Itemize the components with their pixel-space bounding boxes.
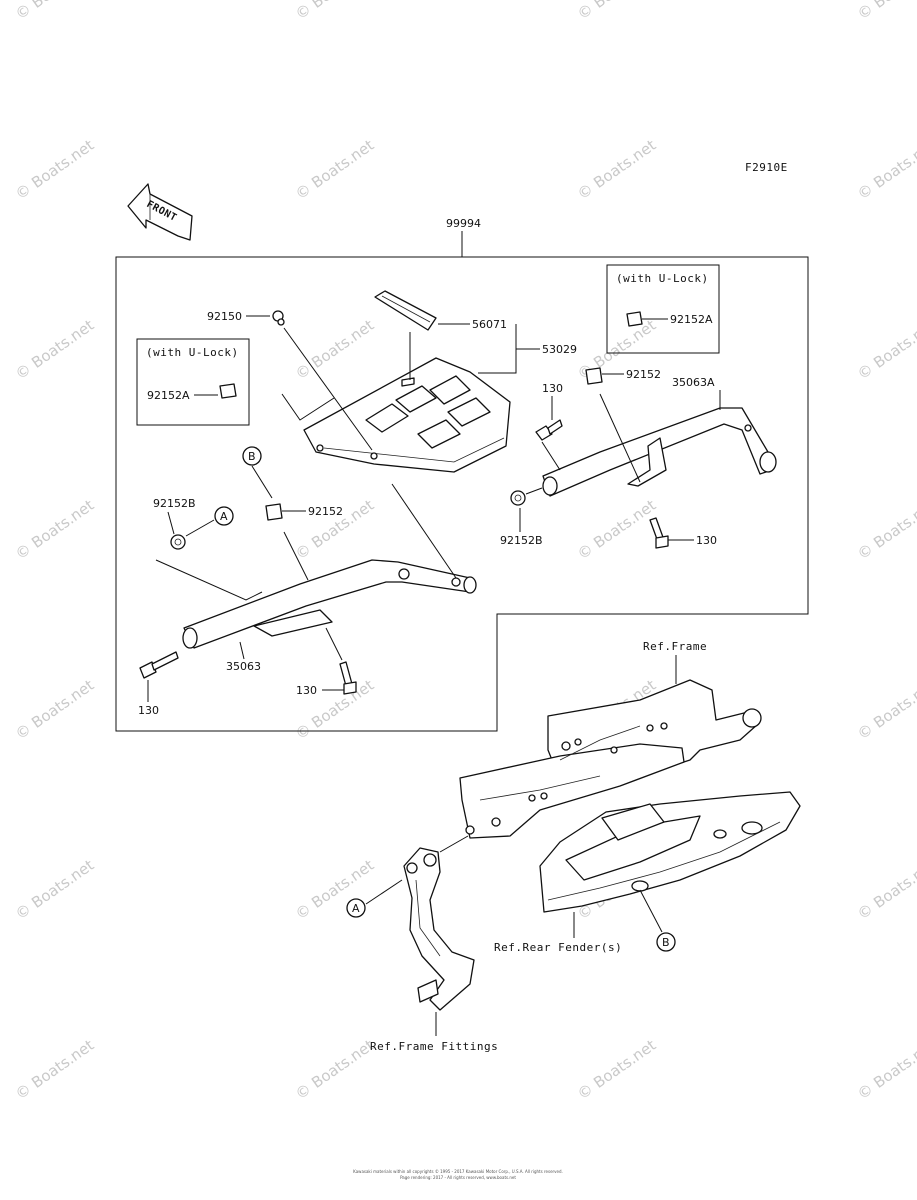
part-130-left-label: 130	[138, 704, 159, 717]
part-130-bottom-label: 130	[296, 684, 317, 697]
callout-b-top: B	[242, 446, 262, 466]
watermark-text: © Boats.net	[574, 0, 659, 23]
watermark-text: © Boats.net	[854, 1036, 917, 1103]
ulock-right-part-label: 92152A	[670, 313, 713, 326]
rear-frame	[459, 679, 762, 839]
watermark-text: © Boats.net	[854, 136, 917, 203]
watermark-text: © Boats.net	[854, 316, 917, 383]
ulock-box-left: (with U-Lock) 92152A	[136, 338, 250, 426]
bolt-130-bottom	[339, 661, 357, 695]
bolt-130-upper	[535, 419, 563, 441]
spacer-92152-right	[585, 367, 603, 385]
ref-frame-fittings-label: Ref.Frame Fittings	[370, 1040, 498, 1053]
watermark-text: © Boats.net	[292, 316, 377, 383]
spacer-92152-left	[265, 503, 283, 521]
watermark-text: © Boats.net	[12, 856, 97, 923]
bolt-130-left	[139, 651, 179, 679]
watermark-text: © Boats.net	[854, 0, 917, 23]
ulock-box-right: (with U-Lock) 92152A	[606, 264, 720, 354]
part-92152B-right-label: 92152B	[500, 534, 543, 547]
ulock-right-title: (with U-Lock)	[616, 272, 709, 285]
copyright-line-2: Page rendering: 2017 - All rights reserv…	[400, 1175, 516, 1180]
svg-text:B: B	[248, 450, 256, 463]
bracket-35063A	[542, 407, 777, 497]
watermark-text: © Boats.net	[574, 496, 659, 563]
front-arrow-icon: FRONT	[127, 183, 193, 241]
part-35063-label: 35063	[226, 660, 261, 673]
ulock-left-part-label: 92152A	[147, 389, 190, 402]
assembly-number-label: 99994	[446, 217, 481, 230]
watermark-text: © Boats.net	[574, 136, 659, 203]
part-56071-label: 56071	[472, 318, 507, 331]
bolt-130-right	[649, 517, 669, 549]
copyright-line-1: Kawasaki materials within all copyrights…	[353, 1169, 563, 1174]
part-92152-left-label: 92152	[308, 505, 343, 518]
watermark-text: © Boats.net	[574, 1036, 659, 1103]
watermark-text: © Boats.net	[292, 0, 377, 23]
ref-frame-label: Ref.Frame	[643, 640, 707, 653]
part-92150-label: 92150	[207, 310, 242, 323]
watermark-text: © Boats.net	[292, 856, 377, 923]
watermark-text: © Boats.net	[12, 316, 97, 383]
svg-text:A: A	[352, 902, 360, 915]
watermark-text: © Boats.net	[854, 676, 917, 743]
watermark-text: © Boats.net	[292, 1036, 377, 1103]
frame-fittings	[403, 847, 475, 1011]
svg-text:A: A	[220, 510, 228, 523]
watermark-text: © Boats.net	[854, 496, 917, 563]
collar-92152B-right	[510, 490, 526, 506]
part-35063A-label: 35063A	[672, 376, 715, 389]
part-92152-right-label: 92152	[626, 368, 661, 381]
watermark-text: © Boats.net	[854, 856, 917, 923]
assembly-boundary	[115, 256, 809, 732]
callout-b-bottom: B	[656, 932, 676, 952]
rear-fender	[539, 791, 801, 913]
ref-rear-fender-label: Ref.Rear Fender(s)	[494, 941, 622, 954]
callout-a-top: A	[214, 506, 234, 526]
part-92152B-left-label: 92152B	[153, 497, 196, 510]
nut-92150	[272, 310, 285, 326]
watermark-text: © Boats.net	[12, 1036, 97, 1103]
svg-text:B: B	[662, 936, 670, 949]
watermark-text: © Boats.net	[12, 496, 97, 563]
bracket-35063	[182, 559, 477, 649]
part-53029-label: 53029	[542, 343, 577, 356]
carrier-plate	[303, 290, 511, 473]
part-130-upper-label: 130	[542, 382, 563, 395]
callout-a-bottom: A	[346, 898, 366, 918]
figure-code: F2910E	[745, 161, 788, 174]
watermark-text: © Boats.net	[292, 136, 377, 203]
collar-92152B-left	[170, 534, 186, 550]
ulock-left-title: (with U-Lock)	[146, 346, 239, 359]
watermark-text: © Boats.net	[12, 0, 97, 23]
part-130-right-label: 130	[696, 534, 717, 547]
watermark-text: © Boats.net	[12, 136, 97, 203]
watermark-text: © Boats.net	[12, 676, 97, 743]
